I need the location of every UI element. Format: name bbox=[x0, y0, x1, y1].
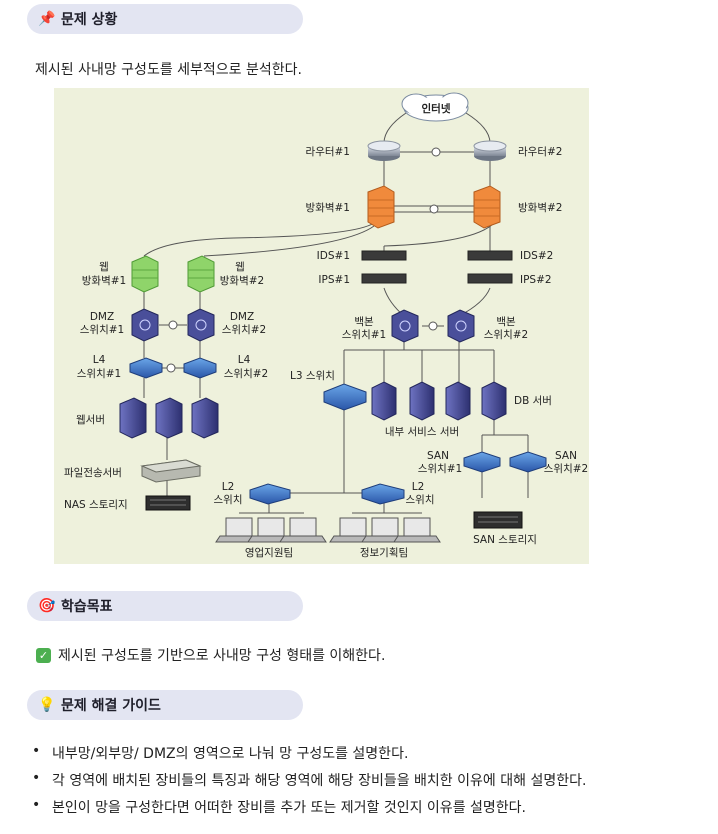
internet-cloud-icon bbox=[401, 92, 469, 122]
label-l2-b-2: 스위치 bbox=[406, 493, 435, 506]
label-san-2b: 스위치#2 bbox=[544, 462, 588, 475]
ids-1-icon bbox=[361, 250, 407, 261]
section-header-goal: 🎯 학습목표 bbox=[27, 591, 303, 621]
pushpin-icon: 📌 bbox=[38, 11, 56, 27]
label-db-server: DB 서버 bbox=[514, 395, 552, 407]
label-san-1b: 스위치#1 bbox=[418, 462, 462, 475]
label-ips-1: IPS#1 bbox=[318, 274, 350, 286]
file-server-icon bbox=[140, 459, 202, 483]
label-dmz-1b: 스위치#1 bbox=[80, 323, 124, 336]
section-title-guide: 문제 해결 가이드 bbox=[61, 698, 161, 714]
lightbulb-icon: 💡 bbox=[38, 697, 56, 713]
label-l4-1b: 스위치#1 bbox=[77, 367, 121, 380]
bullet-icon: • bbox=[32, 743, 41, 759]
section-title-problem: 문제 상황 bbox=[61, 12, 118, 28]
intro-text: 제시된 사내망 구성도를 세부적으로 분석한다. bbox=[35, 62, 302, 78]
ips-1-icon bbox=[361, 273, 407, 284]
db-server-icon bbox=[481, 381, 507, 421]
label-web-fw-1a: 웹 bbox=[99, 261, 109, 273]
bullet-icon: • bbox=[32, 797, 41, 813]
internal-server-icon bbox=[371, 381, 471, 421]
label-backbone-1b: 스위치#1 bbox=[342, 328, 386, 341]
l4-switch-2-icon bbox=[183, 357, 217, 379]
label-l4-2a: L4 bbox=[238, 354, 251, 366]
label-firewall-2: 방화벽#2 bbox=[518, 202, 562, 214]
label-san-storage: SAN 스토리지 bbox=[473, 534, 537, 546]
dmz-switch-2-icon bbox=[187, 308, 215, 342]
san-switch-1-icon bbox=[463, 451, 501, 473]
web-server-icon bbox=[119, 397, 219, 439]
goal-text: 제시된 구성도를 기반으로 사내망 구성 형태를 이해한다. bbox=[58, 648, 386, 664]
pc-group-sales-icon bbox=[215, 517, 327, 543]
ips-2-icon bbox=[467, 273, 513, 284]
l2-switch-a-icon bbox=[249, 483, 291, 505]
pc-group-infoplan-icon bbox=[329, 517, 441, 543]
guide-list: •내부망/외부망/ DMZ의 영역으로 나눠 망 구성도를 설명한다. •각 영… bbox=[32, 743, 586, 824]
label-backbone-1a: 백본 bbox=[354, 316, 374, 328]
web-firewall-1-icon bbox=[131, 255, 159, 293]
label-web-fw-1b: 방화벽#1 bbox=[82, 275, 126, 287]
san-switch-2-icon bbox=[509, 451, 547, 473]
label-dmz-2b: 스위치#2 bbox=[222, 323, 266, 336]
label-l2-a-2: 스위치 bbox=[214, 493, 243, 506]
router-1-icon bbox=[367, 140, 401, 161]
list-item: •본인이 망을 구성한다면 어떠한 장비를 추가 또는 제거할 것인지 이유를 … bbox=[32, 797, 526, 816]
label-l4-1a: L4 bbox=[93, 354, 106, 366]
target-icon: 🎯 bbox=[38, 598, 56, 614]
label-san-1a: SAN bbox=[427, 450, 449, 462]
section-title-goal: 학습목표 bbox=[61, 599, 113, 615]
l3-switch-icon bbox=[323, 383, 367, 411]
network-diagram: 인터넷 라우터#1 라우터#2 방화벽#1 방화벽#2 IDS#1 IPS#1 … bbox=[54, 88, 589, 564]
label-router-2: 라우터#2 bbox=[518, 146, 562, 158]
san-storage-icon bbox=[473, 511, 523, 529]
list-item: •각 영역에 배치된 장비들의 특징과 해당 영역에 해당 장비들을 배치한 이… bbox=[32, 770, 587, 789]
firewall-1-icon bbox=[367, 185, 395, 229]
l2-switch-b-icon bbox=[361, 483, 405, 505]
label-nas-storage: NAS 스토리지 bbox=[64, 499, 128, 511]
label-web-fw-2b: 방화벽#2 bbox=[220, 275, 264, 287]
web-firewall-2-icon bbox=[187, 255, 215, 293]
label-l3-switch: L3 스위치 bbox=[290, 369, 335, 382]
backbone-switch-1-icon bbox=[391, 309, 419, 343]
label-firewall-1: 방화벽#1 bbox=[306, 202, 350, 214]
nas-storage-icon bbox=[145, 495, 191, 511]
l4-switch-1-icon bbox=[129, 357, 163, 379]
list-item: •내부망/외부망/ DMZ의 영역으로 나눠 망 구성도를 설명한다. bbox=[32, 743, 409, 762]
label-ids-1: IDS#1 bbox=[317, 250, 350, 262]
section-header-guide: 💡 문제 해결 가이드 bbox=[27, 690, 303, 720]
bullet-icon: • bbox=[32, 770, 41, 786]
goal-item: ✓ 제시된 구성도를 기반으로 사내망 구성 형태를 이해한다. bbox=[36, 645, 385, 665]
section-header-problem: 📌 문제 상황 bbox=[27, 4, 303, 34]
label-dmz-2a: DMZ bbox=[230, 311, 254, 323]
label-web-server: 웹서버 bbox=[76, 414, 105, 426]
label-backbone-2b: 스위치#2 bbox=[484, 328, 528, 341]
label-ids-2: IDS#2 bbox=[520, 250, 553, 262]
ids-2-icon bbox=[467, 250, 513, 261]
label-sales-team: 영업지원팀 bbox=[245, 546, 293, 559]
label-internet: 인터넷 bbox=[422, 102, 451, 115]
label-infoplan-team: 정보기획팀 bbox=[360, 547, 408, 559]
label-backbone-2a: 백본 bbox=[496, 316, 516, 328]
label-ips-2: IPS#2 bbox=[520, 274, 552, 286]
label-san-2a: SAN bbox=[555, 450, 577, 462]
label-dmz-1a: DMZ bbox=[90, 311, 114, 323]
label-l2-b-1: L2 bbox=[412, 481, 425, 493]
dmz-switch-1-icon bbox=[131, 308, 159, 342]
checkbox-checked-icon: ✓ bbox=[36, 647, 51, 663]
router-2-icon bbox=[473, 140, 507, 161]
backbone-switch-2-icon bbox=[447, 309, 475, 343]
label-web-fw-2a: 웹 bbox=[235, 261, 245, 273]
label-l2-a-1: L2 bbox=[222, 481, 235, 493]
label-internal-server: 내부 서비스 서버 bbox=[385, 426, 459, 438]
firewall-2-icon bbox=[473, 185, 501, 229]
label-l4-2b: 스위치#2 bbox=[224, 367, 268, 380]
label-file-server: 파일전송서버 bbox=[64, 466, 122, 479]
label-router-1: 라우터#1 bbox=[306, 146, 350, 158]
